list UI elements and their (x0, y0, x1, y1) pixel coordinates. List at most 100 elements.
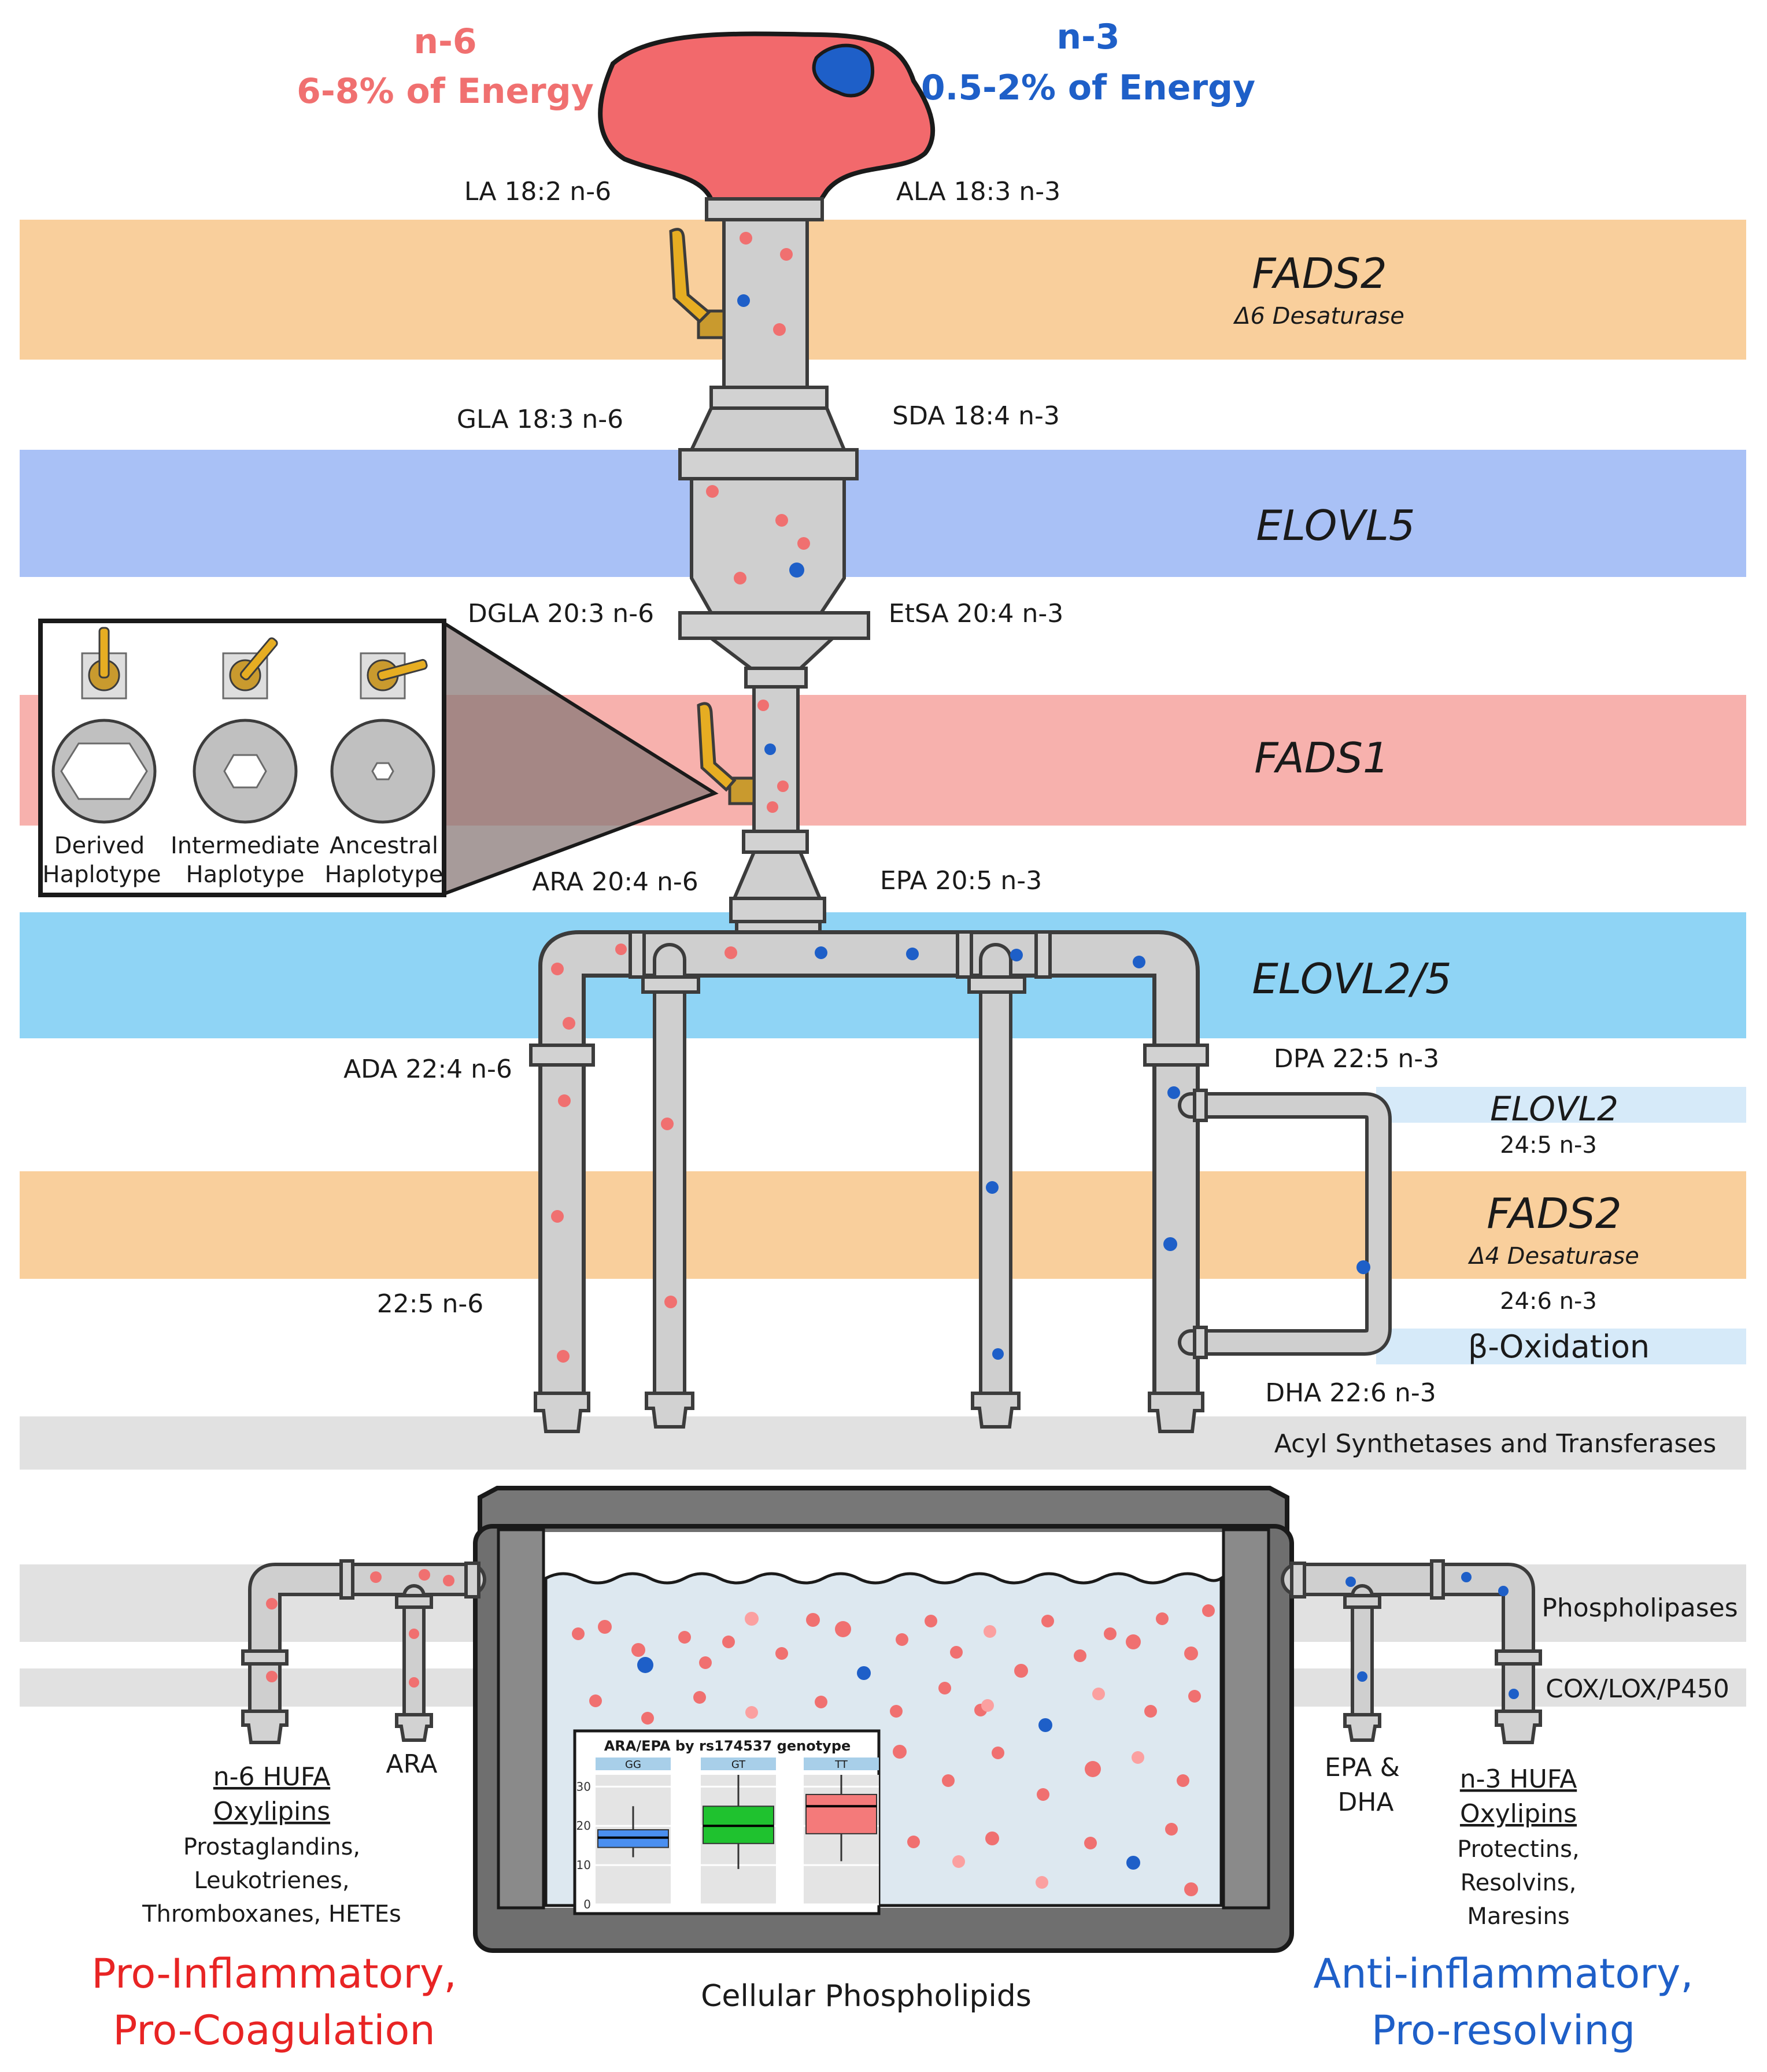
n6-dot (551, 1210, 564, 1223)
n6-dot (992, 1747, 1004, 1759)
pipe-coupling (641, 975, 700, 994)
n6-dot (1104, 1627, 1117, 1640)
gla-label: GLA 18:3 n-6 (457, 405, 623, 434)
pipe-coupling (1343, 1594, 1381, 1609)
n3-dot (1167, 1086, 1180, 1099)
pipe-coupling (1290, 1562, 1306, 1599)
pipe-coupling (956, 930, 973, 979)
n3-products-3: Maresins (1467, 1903, 1569, 1930)
n6-dot (1074, 1649, 1086, 1662)
epa-dha-label-1: EPA & (1325, 1753, 1400, 1782)
d4-desaturase-label: Δ4 Desaturase (1467, 1243, 1639, 1270)
epa-label: EPA 20:5 n-3 (880, 866, 1042, 896)
loop-pipe-fill (1181, 1096, 1388, 1352)
pipe-funnel (731, 850, 823, 900)
n3-dot (789, 563, 804, 578)
n6-dot (981, 1699, 994, 1712)
haplotype-label: Ancestral (330, 832, 438, 859)
n6-dot (370, 1571, 382, 1583)
n6-dot (661, 1118, 674, 1130)
branch-pipe-fill (542, 934, 1196, 1419)
pipe-coupling (1193, 1089, 1208, 1122)
n6-hufa-label: n-6 HUFA (213, 1762, 330, 1792)
n6-dot (1037, 1788, 1049, 1801)
elovl2-label: ELOVL2 (1490, 1089, 1618, 1128)
outlet-nozzle (1148, 1392, 1204, 1433)
n3-products-1: Protectins, (1457, 1836, 1579, 1863)
outflow-nozzle (241, 1710, 289, 1744)
n6-dot (699, 1656, 712, 1669)
haplotype-ancestral (330, 652, 435, 824)
pipe-funnel (706, 637, 837, 672)
pipe-flange (744, 667, 808, 689)
pipe-coupling (629, 930, 646, 979)
n6-dot (797, 537, 810, 550)
n6-dot (1177, 1774, 1189, 1787)
n3-dot (1461, 1572, 1472, 1582)
fatty-acid-labels: LA 18:2 n-6 ALA 18:3 n-3 GLA 18:3 n-6 SD… (343, 177, 1597, 1408)
n6-dot (1084, 1837, 1097, 1849)
n6-dot (1036, 1876, 1048, 1889)
aperture-opening-mid (223, 754, 267, 789)
n6-products-2: Leukotrienes, (194, 1867, 349, 1894)
n6-dot (890, 1705, 903, 1718)
pipe-coupling (241, 1649, 289, 1666)
outflow-pipe-fill (252, 1566, 483, 1736)
n3-dot (1345, 1577, 1356, 1587)
pipe-flange (678, 611, 870, 640)
left-outflow (241, 1559, 486, 1744)
n3-dot (815, 946, 827, 959)
n6-dot (589, 1694, 602, 1707)
n6-dot (767, 801, 778, 813)
category-label: GT (731, 1759, 746, 1771)
elovl5-label: ELOVL5 (1256, 501, 1415, 550)
n3-dot (986, 1181, 999, 1194)
n3-dot (737, 294, 750, 307)
c245-label: 24:5 n-3 (1500, 1132, 1597, 1159)
ala-label: ALA 18:3 n-3 (896, 177, 1060, 206)
la-label: LA 18:2 n-6 (464, 177, 611, 206)
elovl5-band (20, 450, 1746, 577)
n3-dot (1038, 1718, 1052, 1732)
output-labels: n-6 HUFA Oxylipins Prostaglandins, Leuko… (91, 1749, 1693, 2054)
n6-dot (1202, 1604, 1215, 1617)
pipe-coupling (967, 975, 1026, 994)
n6-dot (563, 1017, 575, 1030)
pipe-coupling (1034, 930, 1052, 979)
pipe-coupling (395, 1594, 433, 1609)
outlet-nozzle (971, 1392, 1021, 1429)
n6-dot (557, 1350, 570, 1363)
n3-blob (812, 43, 875, 98)
n6-dot (806, 1613, 820, 1627)
n6-dot (615, 944, 627, 955)
haplotype-label: Haplotype (43, 861, 161, 888)
category-label: GG (625, 1759, 641, 1771)
pipe-coupling (1193, 1326, 1208, 1359)
fads1-valve (697, 702, 756, 805)
pipe-coupling (464, 1562, 480, 1599)
epa-dha-label-2: DHA (1337, 1788, 1393, 1817)
pipe-coupling (1430, 1559, 1445, 1600)
outflow-nozzle (1343, 1713, 1381, 1742)
n6-dot (777, 780, 789, 792)
fads1-label: FADS1 (1254, 734, 1389, 782)
n6-dot (984, 1625, 996, 1638)
n6-dot (631, 1643, 645, 1657)
n6-dot (409, 1677, 419, 1688)
tank-label: Cellular Phospholipids (701, 1979, 1032, 2014)
n6-products-1: Prostaglandins, (183, 1834, 360, 1860)
pipe-coupling (1143, 1044, 1209, 1067)
n3-oxylipins-label: Oxylipins (1460, 1799, 1577, 1829)
outlet-nozzles (534, 1392, 1204, 1433)
n6-dot (641, 1712, 654, 1725)
n3-dot (857, 1666, 871, 1680)
n6-dot (775, 1647, 788, 1660)
haplotype-label: Haplotype (186, 861, 305, 888)
n6-dot (722, 1636, 735, 1648)
n6-products-3: Thromboxanes, HETEs (142, 1901, 401, 1927)
n3-energy: 0.5-2% of Energy (921, 68, 1255, 108)
pipe-flange (709, 386, 829, 410)
pipe-flange (729, 897, 826, 923)
